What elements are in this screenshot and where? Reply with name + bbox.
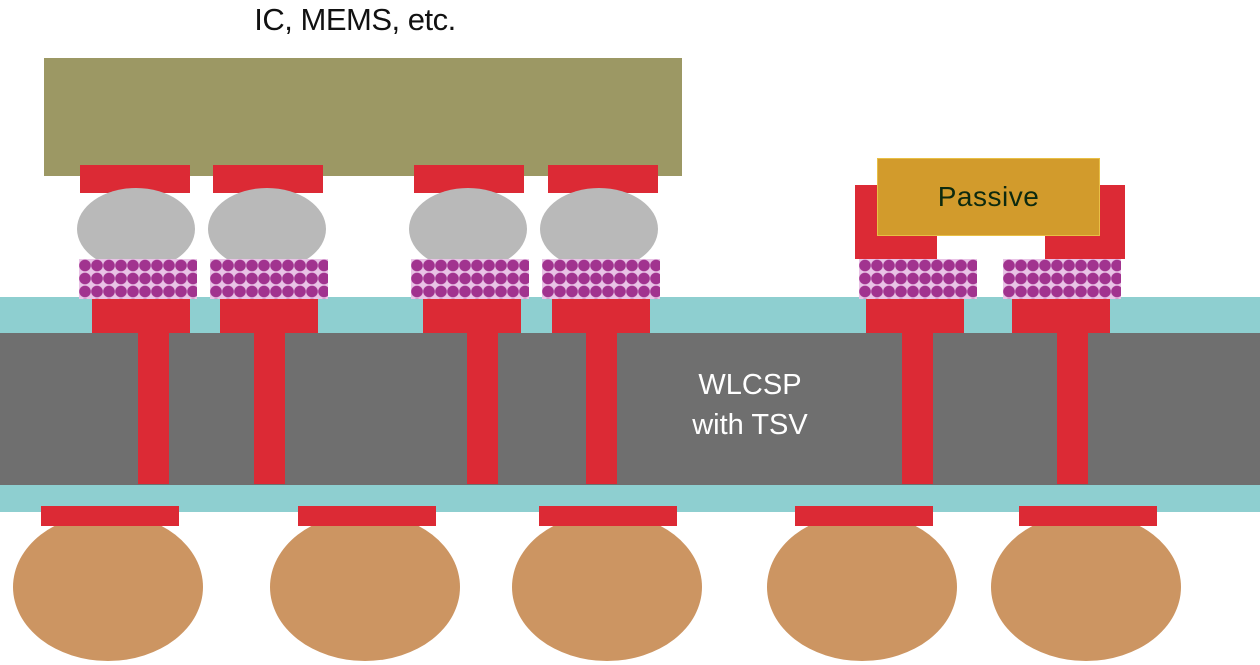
bottom-ball-pad bbox=[41, 506, 179, 526]
tsv-top-pad bbox=[220, 299, 318, 333]
passive-component: Passive bbox=[877, 158, 1100, 236]
through-silicon-via bbox=[902, 330, 933, 484]
micro-bump bbox=[208, 188, 326, 270]
bottom-ball-pad bbox=[298, 506, 436, 526]
underfill-dots bbox=[542, 259, 660, 299]
bottom-ball-pad bbox=[795, 506, 933, 526]
wlcsp-label-line2: with TSV bbox=[692, 409, 808, 441]
solder-ball bbox=[13, 513, 203, 661]
underfill-dots bbox=[859, 259, 977, 299]
tsv-top-pad bbox=[423, 299, 521, 333]
micro-bump bbox=[409, 188, 527, 270]
underfill-dots bbox=[411, 259, 529, 299]
through-silicon-via bbox=[467, 330, 498, 484]
silicon-wafer bbox=[0, 333, 1260, 485]
solder-ball bbox=[767, 513, 957, 661]
wlcsp-label-line1: WLCSP bbox=[698, 369, 802, 401]
solder-ball bbox=[270, 513, 460, 661]
tsv-top-pad bbox=[92, 299, 190, 333]
through-silicon-via bbox=[254, 330, 285, 484]
micro-bump bbox=[540, 188, 658, 270]
underfill-dots bbox=[79, 259, 197, 299]
ic-die bbox=[44, 58, 682, 176]
tsv-top-pad bbox=[866, 299, 964, 333]
solder-ball bbox=[512, 513, 702, 661]
bottom-ball-pad bbox=[539, 506, 677, 526]
passive-label: Passive bbox=[937, 181, 1040, 212]
wlcsp-label: WLCSP with TSV bbox=[640, 365, 860, 445]
tsv-top-pad bbox=[552, 299, 650, 333]
through-silicon-via bbox=[1057, 330, 1088, 484]
micro-bump bbox=[77, 188, 195, 270]
bottom-ball-pad bbox=[1019, 506, 1157, 526]
solder-ball bbox=[991, 513, 1181, 661]
through-silicon-via bbox=[138, 330, 169, 484]
underfill-dots bbox=[1003, 259, 1121, 299]
ic-mems-label: IC, MEMS, etc. bbox=[254, 2, 456, 37]
underfill-dots bbox=[210, 259, 328, 299]
through-silicon-via bbox=[586, 330, 617, 484]
tsv-top-pad bbox=[1012, 299, 1110, 333]
